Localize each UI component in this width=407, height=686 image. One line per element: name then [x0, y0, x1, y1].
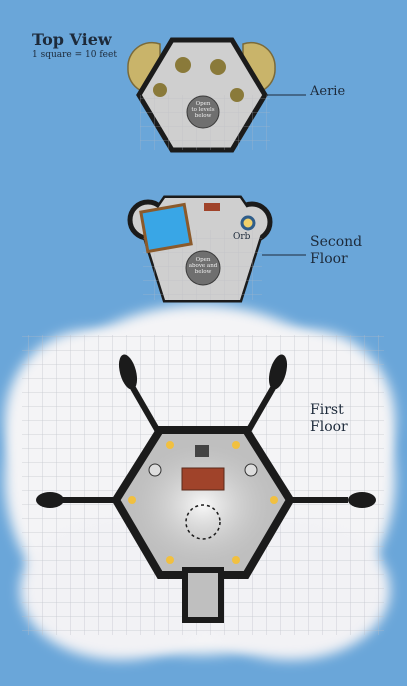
second-open-note-line1: Open	[195, 257, 211, 263]
aerie-open-note: Open to levels below	[187, 101, 219, 119]
first-floor-level	[36, 354, 376, 623]
map-title: Top View	[32, 30, 112, 49]
torch	[166, 441, 174, 449]
aerie-label: Aerie	[310, 84, 346, 99]
first-floor-label-line2: Floor	[310, 419, 348, 435]
throne	[195, 445, 209, 457]
aerie-open-note-line3: below	[194, 113, 212, 119]
first-floor-label: First Floor	[310, 402, 348, 436]
nest-shrub	[230, 88, 244, 102]
second-floor-label-line1: Second	[310, 234, 363, 250]
second-floor-opening	[185, 250, 221, 286]
aerie-open-note-line2: to levels	[191, 107, 215, 113]
torch	[232, 441, 240, 449]
second-floor-level	[127, 195, 306, 303]
orb	[240, 215, 256, 231]
orb-label: Orb	[233, 232, 251, 242]
nest-shrub	[175, 57, 191, 73]
torch	[270, 496, 278, 504]
table	[181, 467, 225, 491]
statue	[244, 463, 258, 477]
nest-shrub	[210, 59, 226, 75]
second-floor-label-line2: Floor	[310, 251, 348, 267]
entry-corridor	[182, 567, 224, 623]
second-open-note-line2: above and	[188, 263, 218, 269]
second-floor-label: Second Floor	[310, 234, 362, 268]
second-open-note-line3: below	[194, 269, 212, 275]
second-open-note: Open above and below	[187, 257, 219, 275]
first-floor-label-line1: First	[310, 402, 344, 418]
aerie-opening	[186, 95, 220, 129]
aerie-level	[127, 37, 306, 153]
chest	[204, 203, 220, 211]
aerie-open-note-line1: Open	[195, 101, 211, 107]
pool	[139, 202, 193, 254]
torch	[128, 496, 136, 504]
map-scale: 1 square = 10 feet	[32, 50, 117, 60]
torch	[166, 556, 174, 564]
nest-shrub	[153, 83, 167, 97]
first-floor-opening	[185, 504, 221, 540]
statue	[148, 463, 162, 477]
torch	[232, 556, 240, 564]
